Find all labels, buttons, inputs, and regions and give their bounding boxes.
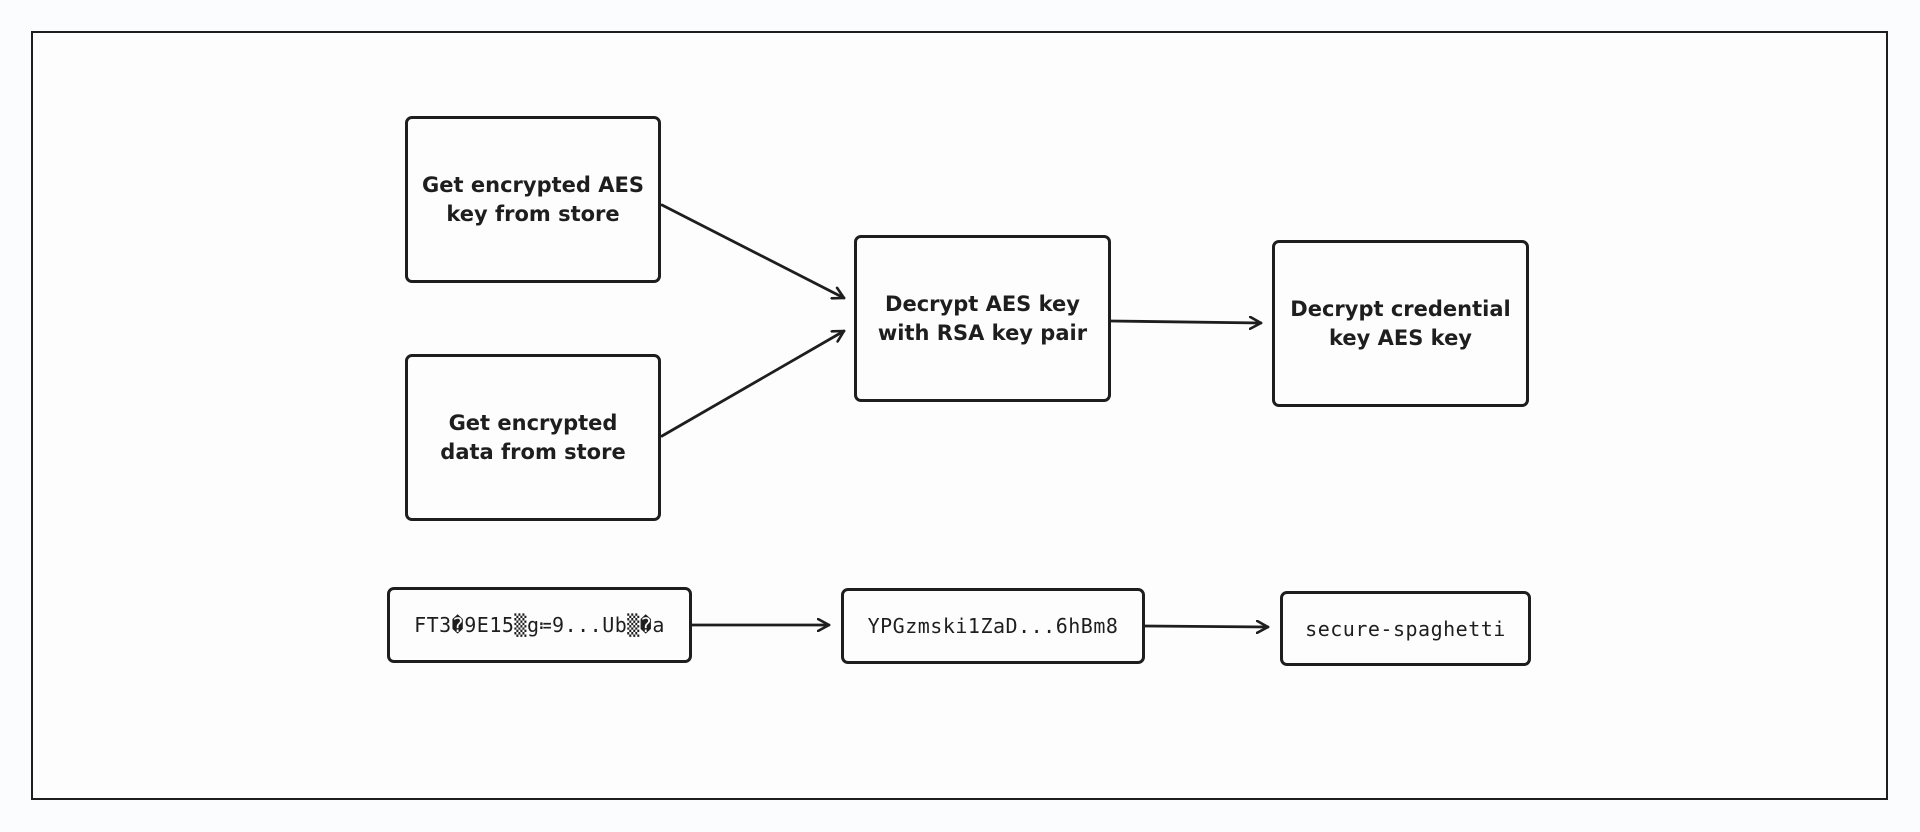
arrow-data-to-decrypt (660, 329, 846, 438)
diagram-frame (31, 31, 1888, 800)
step-decrypt-credential: Decrypt credential key AES key (1272, 240, 1529, 407)
step-get-encrypted-aes-key: Get encrypted AES key from store (405, 116, 661, 283)
value-plaintext: secure-spaghetti (1280, 591, 1531, 666)
arrow-decrypt-to-credential (1109, 321, 1263, 323)
step-decrypt-aes-key: Decrypt AES key with RSA key pair (854, 235, 1111, 402)
value-encrypted-bytes: FT3�9E15▒g≔9...Ub▒�a (387, 587, 692, 663)
value-base64-string: YPGzmski1ZaD...6hBm8 (841, 588, 1145, 664)
step-get-encrypted-data: Get encrypted data from store (405, 354, 661, 521)
arrow-base64-to-plaintext (1143, 626, 1270, 627)
arrow-aes-key-to-decrypt (660, 203, 846, 298)
